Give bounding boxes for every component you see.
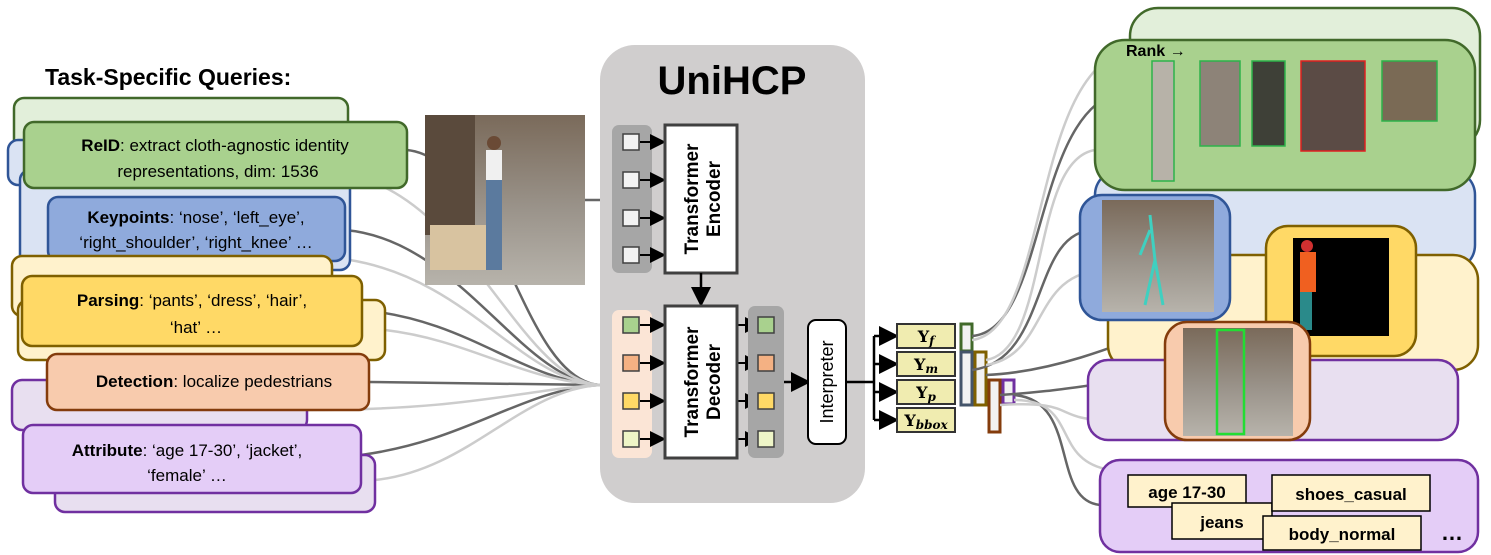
- output-yp: Yp: [915, 383, 936, 404]
- attribute-tag: body_normal: [1289, 525, 1396, 544]
- svg-text:‘right_shoulder’, ‘right_knee’: ‘right_shoulder’, ‘right_knee’ …: [79, 233, 312, 252]
- bbox: [1215, 328, 1246, 436]
- svg-text:‘female’ …: ‘female’ …: [147, 466, 227, 485]
- svg-text:TransformerDecoder: TransformerDecoder: [682, 326, 725, 437]
- decoder-outputs: [748, 306, 784, 458]
- encoder-tokens: [612, 125, 652, 273]
- query-parsing: Parsing: ‘pants’, ‘dress’, ‘hair’, ‘hat’…: [10, 254, 387, 362]
- attribute-tag: shoes_casual: [1295, 485, 1407, 504]
- query-connections: [306, 148, 612, 482]
- gallery-image: [1151, 60, 1175, 182]
- query-attribute: Attribute: ‘age 17-30’, ‘jacket’, ‘femal…: [21, 423, 363, 495]
- transformer-decoder: [663, 304, 739, 460]
- keypoint-result-panel: [1078, 193, 1232, 322]
- unihcp-model: UniHCP TransformerEncoder Transforme: [600, 45, 865, 503]
- ranked-gallery-images: [1151, 60, 1438, 182]
- query-keypoints: Keypoints: ‘nose’, ‘left_eye’, ‘right_sh…: [46, 195, 347, 263]
- attribute-result-panel: age 17-30 shoes_casual jeans body_normal…: [1098, 458, 1480, 554]
- svg-text:Keypoints: ‘nose’, ‘left_eye’,: Keypoints: ‘nose’, ‘left_eye’,: [87, 208, 304, 227]
- gallery-image: [1251, 60, 1286, 147]
- svg-text:Parsing: ‘pants’, ‘dress’, ‘ha: Parsing: ‘pants’, ‘dress’, ‘hair’,: [77, 291, 307, 310]
- svg-text:representations, dim: 1536: representations, dim: 1536: [117, 162, 318, 181]
- rank-label: Rank →: [1126, 43, 1186, 60]
- attribute-tag: jeans: [1199, 513, 1243, 532]
- model-title: UniHCP: [658, 59, 807, 103]
- svg-text:ReID: extract cloth-agnostic i: ReID: extract cloth-agnostic identity: [81, 136, 349, 155]
- query-detection: Detection: localize pedestrians: [45, 352, 371, 412]
- decoder-queries: [612, 310, 652, 458]
- transformer-encoder: [663, 123, 739, 275]
- output-yf: Yf: [917, 327, 936, 348]
- output-ym: Ym: [913, 355, 938, 376]
- attribute-tag: age 17-30: [1148, 483, 1226, 502]
- svg-text:Detection: localize pedestrian: Detection: localize pedestrians: [96, 372, 332, 391]
- svg-text:Interpreter: Interpreter: [817, 340, 837, 423]
- gallery-image: [1381, 60, 1438, 122]
- queries-title: Task-Specific Queries:: [45, 64, 291, 90]
- gallery-image: [1300, 60, 1366, 152]
- parsing-result-panel: [1264, 224, 1418, 358]
- gallery-image: [1199, 60, 1241, 147]
- input-image: [425, 115, 585, 285]
- svg-text:Attribute: ‘age 17-30’, ‘jack: Attribute: ‘age 17-30’, ‘jacket’,: [72, 441, 303, 460]
- task-outputs: Yf Ym Yp Ybbox: [846, 322, 1016, 434]
- more-ellipsis: …: [1441, 520, 1463, 545]
- svg-text:‘hat’ …: ‘hat’ …: [170, 318, 222, 337]
- output-ybbox: Ybbox: [903, 411, 948, 432]
- detection-result-panel: [1163, 320, 1312, 442]
- svg-text:TransformerEncoder: TransformerEncoder: [682, 143, 725, 254]
